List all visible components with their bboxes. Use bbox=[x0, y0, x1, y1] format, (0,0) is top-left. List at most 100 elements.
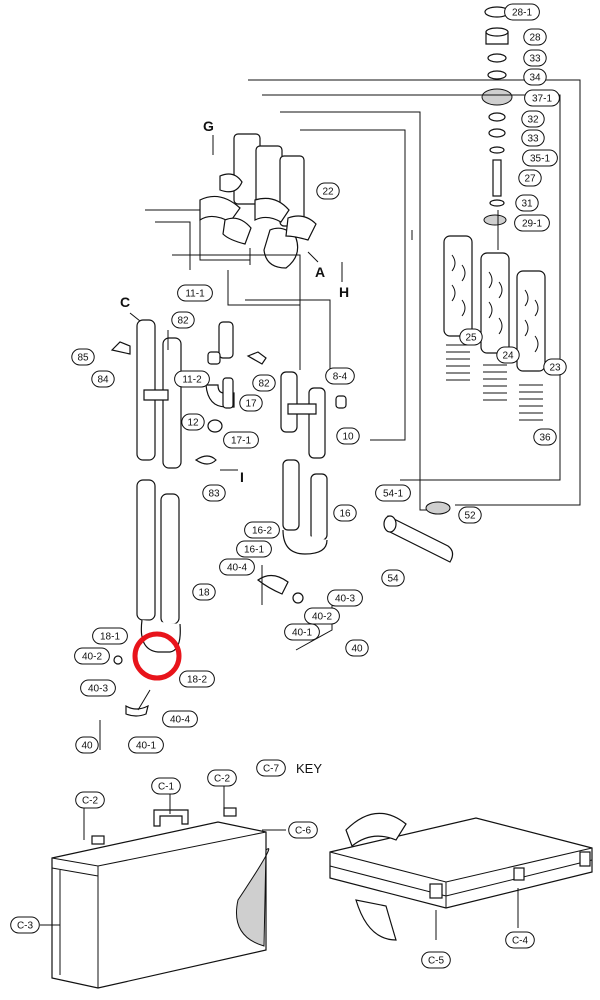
key-label: KEY bbox=[296, 761, 322, 776]
callout-label: 40-2 bbox=[312, 612, 332, 623]
callout-label: 32 bbox=[527, 115, 539, 126]
callout-27: 27 bbox=[518, 169, 542, 187]
callout-83: 83 bbox=[202, 484, 226, 502]
callout-label: 11-2 bbox=[182, 375, 202, 386]
callout-label: 40-1 bbox=[136, 741, 156, 752]
callout-label: C-2 bbox=[82, 796, 99, 807]
callout-label: 54-1 bbox=[383, 489, 403, 500]
callout-label: 18-2 bbox=[187, 675, 207, 686]
callout-17-1: 17-1 bbox=[223, 431, 259, 449]
callout-84: 84 bbox=[91, 370, 115, 388]
callout-29-1: 29-1 bbox=[514, 214, 550, 232]
callout-40-4a: 40-4 bbox=[219, 558, 255, 576]
callout-label: 82 bbox=[177, 316, 189, 327]
direction-label-c: C bbox=[120, 294, 130, 310]
case-c-1 bbox=[51, 807, 270, 989]
callout-40-4b: 40-4 bbox=[162, 710, 198, 728]
callout-40-2a: 40-2 bbox=[304, 607, 340, 625]
callout-label: 83 bbox=[208, 489, 220, 500]
callout-12: 12 bbox=[181, 413, 205, 431]
callout-label: 29-1 bbox=[522, 219, 542, 230]
slide-16 bbox=[282, 459, 328, 555]
piston-23 bbox=[516, 270, 546, 421]
callout-label: 52 bbox=[464, 511, 476, 522]
callout-28: 28 bbox=[523, 28, 547, 46]
callout-label: C-6 bbox=[295, 826, 312, 837]
callout-label: 17 bbox=[245, 399, 257, 410]
callout-C2b: C-2 bbox=[75, 791, 105, 809]
callout-18-1: 18-1 bbox=[92, 627, 128, 645]
callout-54-1: 54-1 bbox=[375, 484, 411, 502]
callout-C5: C-5 bbox=[421, 951, 451, 969]
callout-label: 85 bbox=[77, 353, 89, 364]
callout-label: 10 bbox=[342, 432, 354, 443]
callout-label: C-1 bbox=[158, 782, 175, 793]
callout-17: 17 bbox=[239, 394, 263, 412]
callout-label: 27 bbox=[524, 174, 536, 185]
valve-parts-stack bbox=[481, 6, 513, 226]
callout-label: 82 bbox=[258, 379, 270, 390]
callout-label: C-4 bbox=[512, 936, 529, 947]
callout-24: 24 bbox=[496, 346, 520, 364]
callout-52: 52 bbox=[458, 506, 482, 524]
callout-label: 36 bbox=[539, 433, 551, 444]
callout-23: 23 bbox=[543, 358, 567, 376]
callout-C6: C-6 bbox=[288, 821, 318, 839]
callout-16-2: 16-2 bbox=[244, 521, 280, 539]
callout-label: 40-1 bbox=[292, 628, 312, 639]
callout-33a: 33 bbox=[523, 49, 547, 67]
callout-25: 25 bbox=[459, 328, 483, 346]
callout-label: 28 bbox=[529, 33, 541, 44]
callout-40a: 40 bbox=[345, 639, 369, 657]
callout-11-2: 11-2 bbox=[174, 370, 210, 388]
highlight-circle bbox=[132, 631, 182, 681]
callout-label: 54 bbox=[387, 574, 399, 585]
callout-label: 17-1 bbox=[231, 436, 251, 447]
callout-label: 33 bbox=[529, 54, 541, 65]
callout-label: 40-2 bbox=[82, 652, 102, 663]
callout-54: 54 bbox=[381, 569, 405, 587]
callout-40b: 40 bbox=[75, 736, 99, 754]
callout-label: 8-4 bbox=[333, 372, 348, 383]
callout-C7: C-7 bbox=[256, 759, 286, 777]
callout-label: 16-1 bbox=[244, 545, 264, 556]
callout-C3: C-3 bbox=[10, 916, 40, 934]
callout-label: 23 bbox=[549, 363, 561, 374]
callout-10: 10 bbox=[336, 427, 360, 445]
direction-label-i: I bbox=[240, 469, 244, 485]
callout-label: 40 bbox=[81, 741, 93, 752]
callout-82a: 82 bbox=[171, 311, 195, 329]
callout-40-1b: 40-1 bbox=[128, 736, 164, 754]
callout-label: C-7 bbox=[263, 764, 280, 775]
callout-40-3b: 40-3 bbox=[80, 679, 116, 697]
tube-12 bbox=[136, 319, 182, 469]
callout-11-1: 11-1 bbox=[177, 284, 213, 302]
piston-24 bbox=[480, 252, 510, 401]
callout-32: 32 bbox=[521, 110, 545, 128]
callout-label: 40-3 bbox=[335, 594, 355, 605]
piston-25 bbox=[443, 235, 473, 381]
tube-18 bbox=[136, 479, 181, 653]
callout-label: 24 bbox=[502, 351, 514, 362]
callout-label: 28-1 bbox=[512, 8, 532, 19]
callout-label: C-5 bbox=[428, 956, 445, 967]
slide-10 bbox=[280, 371, 347, 459]
callout-28-1: 28-1 bbox=[504, 3, 540, 21]
callout-label: 22 bbox=[322, 187, 334, 198]
callout-16: 16 bbox=[333, 504, 357, 522]
direction-label-h: H bbox=[339, 284, 349, 300]
callout-40-1a: 40-1 bbox=[284, 623, 320, 641]
callout-22: 22 bbox=[316, 182, 340, 200]
callout-label: 33 bbox=[527, 134, 539, 145]
callout-label: 40-4 bbox=[227, 563, 247, 574]
callout-35-1: 35-1 bbox=[522, 149, 558, 167]
callout-16-1: 16-1 bbox=[236, 540, 272, 558]
callouts: 28-128333437-1323335-1273129-12225242336… bbox=[10, 3, 567, 969]
callout-C2a: C-2 bbox=[207, 769, 237, 787]
callout-label: 40 bbox=[351, 644, 363, 655]
callout-label: 84 bbox=[97, 375, 109, 386]
callout-31: 31 bbox=[515, 194, 539, 212]
callout-label: C-3 bbox=[17, 921, 34, 932]
callout-label: 11-1 bbox=[185, 289, 205, 300]
